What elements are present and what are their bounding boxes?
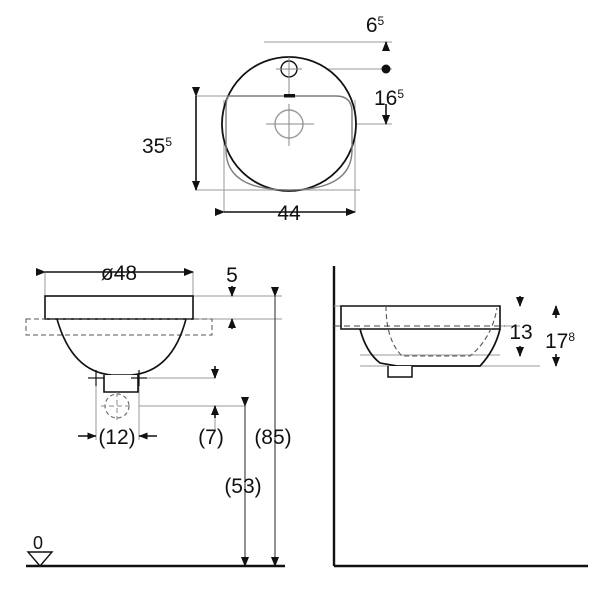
dim-label-depth: 355 [142, 135, 172, 158]
dim-label-inner-depth: 13 [509, 321, 532, 344]
front-view: ø48 5 (12) (7) (53) (85) [25, 262, 292, 568]
side-drain-boss [387, 366, 413, 378]
dim-label-rim-height: (85) [254, 426, 291, 449]
top-view: 65 165 355 44 [142, 14, 404, 225]
floor-datum-label: 0 [33, 533, 43, 553]
dim-label-rim-thickness: 5 [226, 264, 238, 287]
dim-label-diameter: ø48 [101, 262, 137, 285]
side-bowl-hidden-profile [385, 305, 498, 357]
floor-datum-symbol: 0 [26, 533, 54, 568]
waste-outlet-hidden-circle [101, 392, 133, 420]
dim-label-width: 44 [277, 202, 301, 225]
dim-label-overall-depth: 178 [545, 330, 575, 353]
basin-inner-bowl-outline [225, 95, 353, 191]
fixing-hole-marks [88, 370, 147, 386]
dim-label-drain-center: 165 [374, 87, 404, 110]
side-bowl-profile [359, 328, 501, 367]
drain-boss-profile [103, 375, 139, 393]
basin-rim-profile [44, 295, 194, 320]
tap-hole-leader-dot [381, 64, 391, 74]
dim-label-tap-offset: 65 [366, 14, 385, 37]
side-view: 13 178 [332, 266, 588, 568]
overflow-slot [284, 94, 295, 98]
dim-label-bolt-spacing: (12) [98, 426, 135, 449]
dim-label-drain-height: (53) [224, 475, 261, 498]
drain-hole [266, 104, 314, 146]
tap-hole [276, 57, 302, 96]
counter-cutout-hidden-line [25, 318, 213, 336]
bowl-underside-profile [56, 318, 187, 376]
dim-label-bolt-height: (7) [198, 426, 224, 449]
